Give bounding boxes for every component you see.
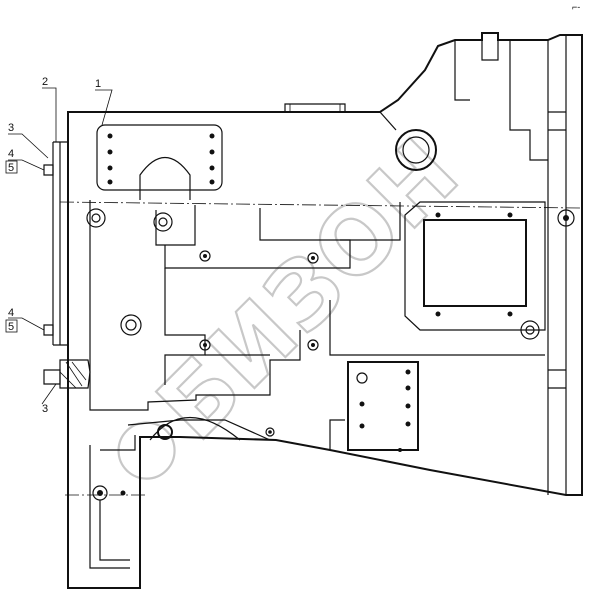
mounting-bracket xyxy=(347,361,419,451)
callout-5-top-box xyxy=(5,160,18,174)
top-cover-plate xyxy=(96,124,223,200)
watermark: БИЗОН xyxy=(117,117,481,480)
watermark-logo-circle xyxy=(117,421,176,480)
callouts: 1 2 3 4 5 4 5 3 xyxy=(5,76,101,415)
callout-5-bottom: 5 xyxy=(8,321,14,333)
upper-bearing-boss xyxy=(379,111,437,171)
callout-4-top: 4 xyxy=(8,148,14,160)
center-lines xyxy=(59,201,581,496)
callout-2: 2 xyxy=(42,76,48,88)
callout-1: 1 xyxy=(95,78,101,90)
bolt-holes xyxy=(86,208,575,501)
callout-3-bottom: 3 xyxy=(42,403,48,415)
callout-5-top: 5 xyxy=(8,162,14,174)
corner-mark: ⌐- xyxy=(572,2,580,12)
callout-4-bottom: 4 xyxy=(8,307,14,319)
lower-boss xyxy=(149,417,241,441)
watermark-text: БИЗОН xyxy=(137,118,480,461)
housing-outline xyxy=(67,32,583,589)
callout-3-top: 3 xyxy=(8,122,14,134)
left-flange xyxy=(43,141,91,389)
callout-leaders xyxy=(8,87,113,405)
inspection-hatch xyxy=(404,201,546,331)
callout-5-bottom-box xyxy=(5,319,18,333)
internal-ribs xyxy=(89,200,545,569)
